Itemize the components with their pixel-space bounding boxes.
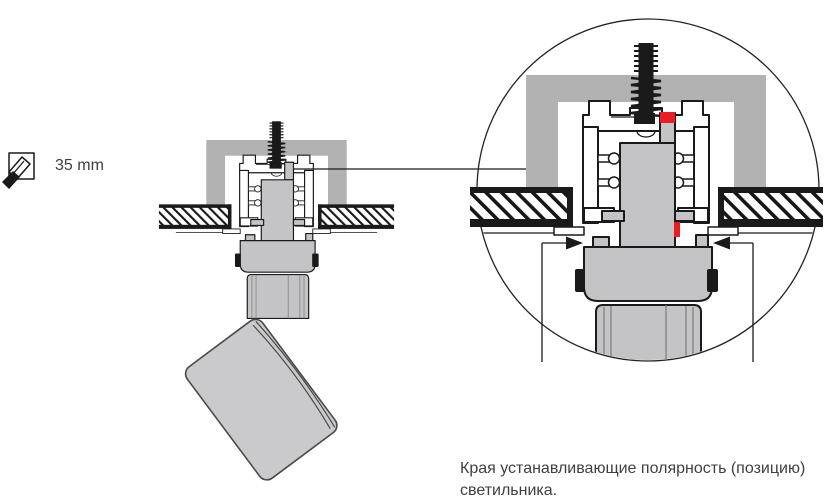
polarity-marker-top — [660, 112, 675, 123]
detail-view — [470, 41, 823, 362]
drill-depth-label: 35 mm — [55, 157, 104, 174]
ceiling-border-top — [718, 187, 823, 193]
arrow-leader-left — [541, 242, 566, 362]
spotlight-head — [184, 318, 338, 481]
ceiling-panel-left — [470, 187, 573, 227]
arrow-leader-right — [730, 242, 754, 362]
ceiling-border-bottom — [718, 219, 823, 227]
arrowhead-right-icon — [566, 236, 583, 250]
polarity-arrow-right — [713, 236, 754, 362]
caption-line-2: светильника. — [460, 482, 557, 499]
ceiling-panel-right — [318, 204, 395, 229]
ceiling-border-bottom — [318, 224, 395, 229]
ceiling-cut-edge — [227, 204, 232, 229]
ceiling-panel-left — [158, 204, 232, 229]
drill-bit-flute — [12, 160, 25, 175]
ceiling-cut-edge — [567, 187, 573, 227]
arrowhead-left-icon — [713, 236, 730, 250]
polarity-arrow-left — [541, 236, 583, 362]
ceiling-border-top — [318, 204, 395, 208]
ceiling-hatch — [718, 193, 823, 219]
ceiling-border-bottom — [470, 219, 573, 227]
head-body — [184, 318, 338, 481]
ceiling-border-bottom — [158, 224, 232, 229]
ceiling-cut-edge — [718, 187, 724, 227]
ceiling-border-top — [158, 204, 232, 208]
ceiling-border-top — [470, 187, 573, 193]
ceiling-hatch — [470, 193, 573, 219]
ceiling-panel-right — [718, 187, 823, 227]
drill-tip-icon — [2, 171, 20, 189]
head-rim-lines — [252, 320, 336, 429]
ceiling-hatch — [318, 206, 395, 226]
caption-line-1: Края устанавливающие полярность (позицию… — [460, 460, 805, 477]
drill-depth-icon — [2, 152, 35, 189]
ceiling-cut-edge — [318, 204, 322, 229]
main-view — [158, 120, 395, 320]
ceiling-hatch — [158, 206, 232, 226]
polarity-marker-side — [674, 222, 680, 237]
